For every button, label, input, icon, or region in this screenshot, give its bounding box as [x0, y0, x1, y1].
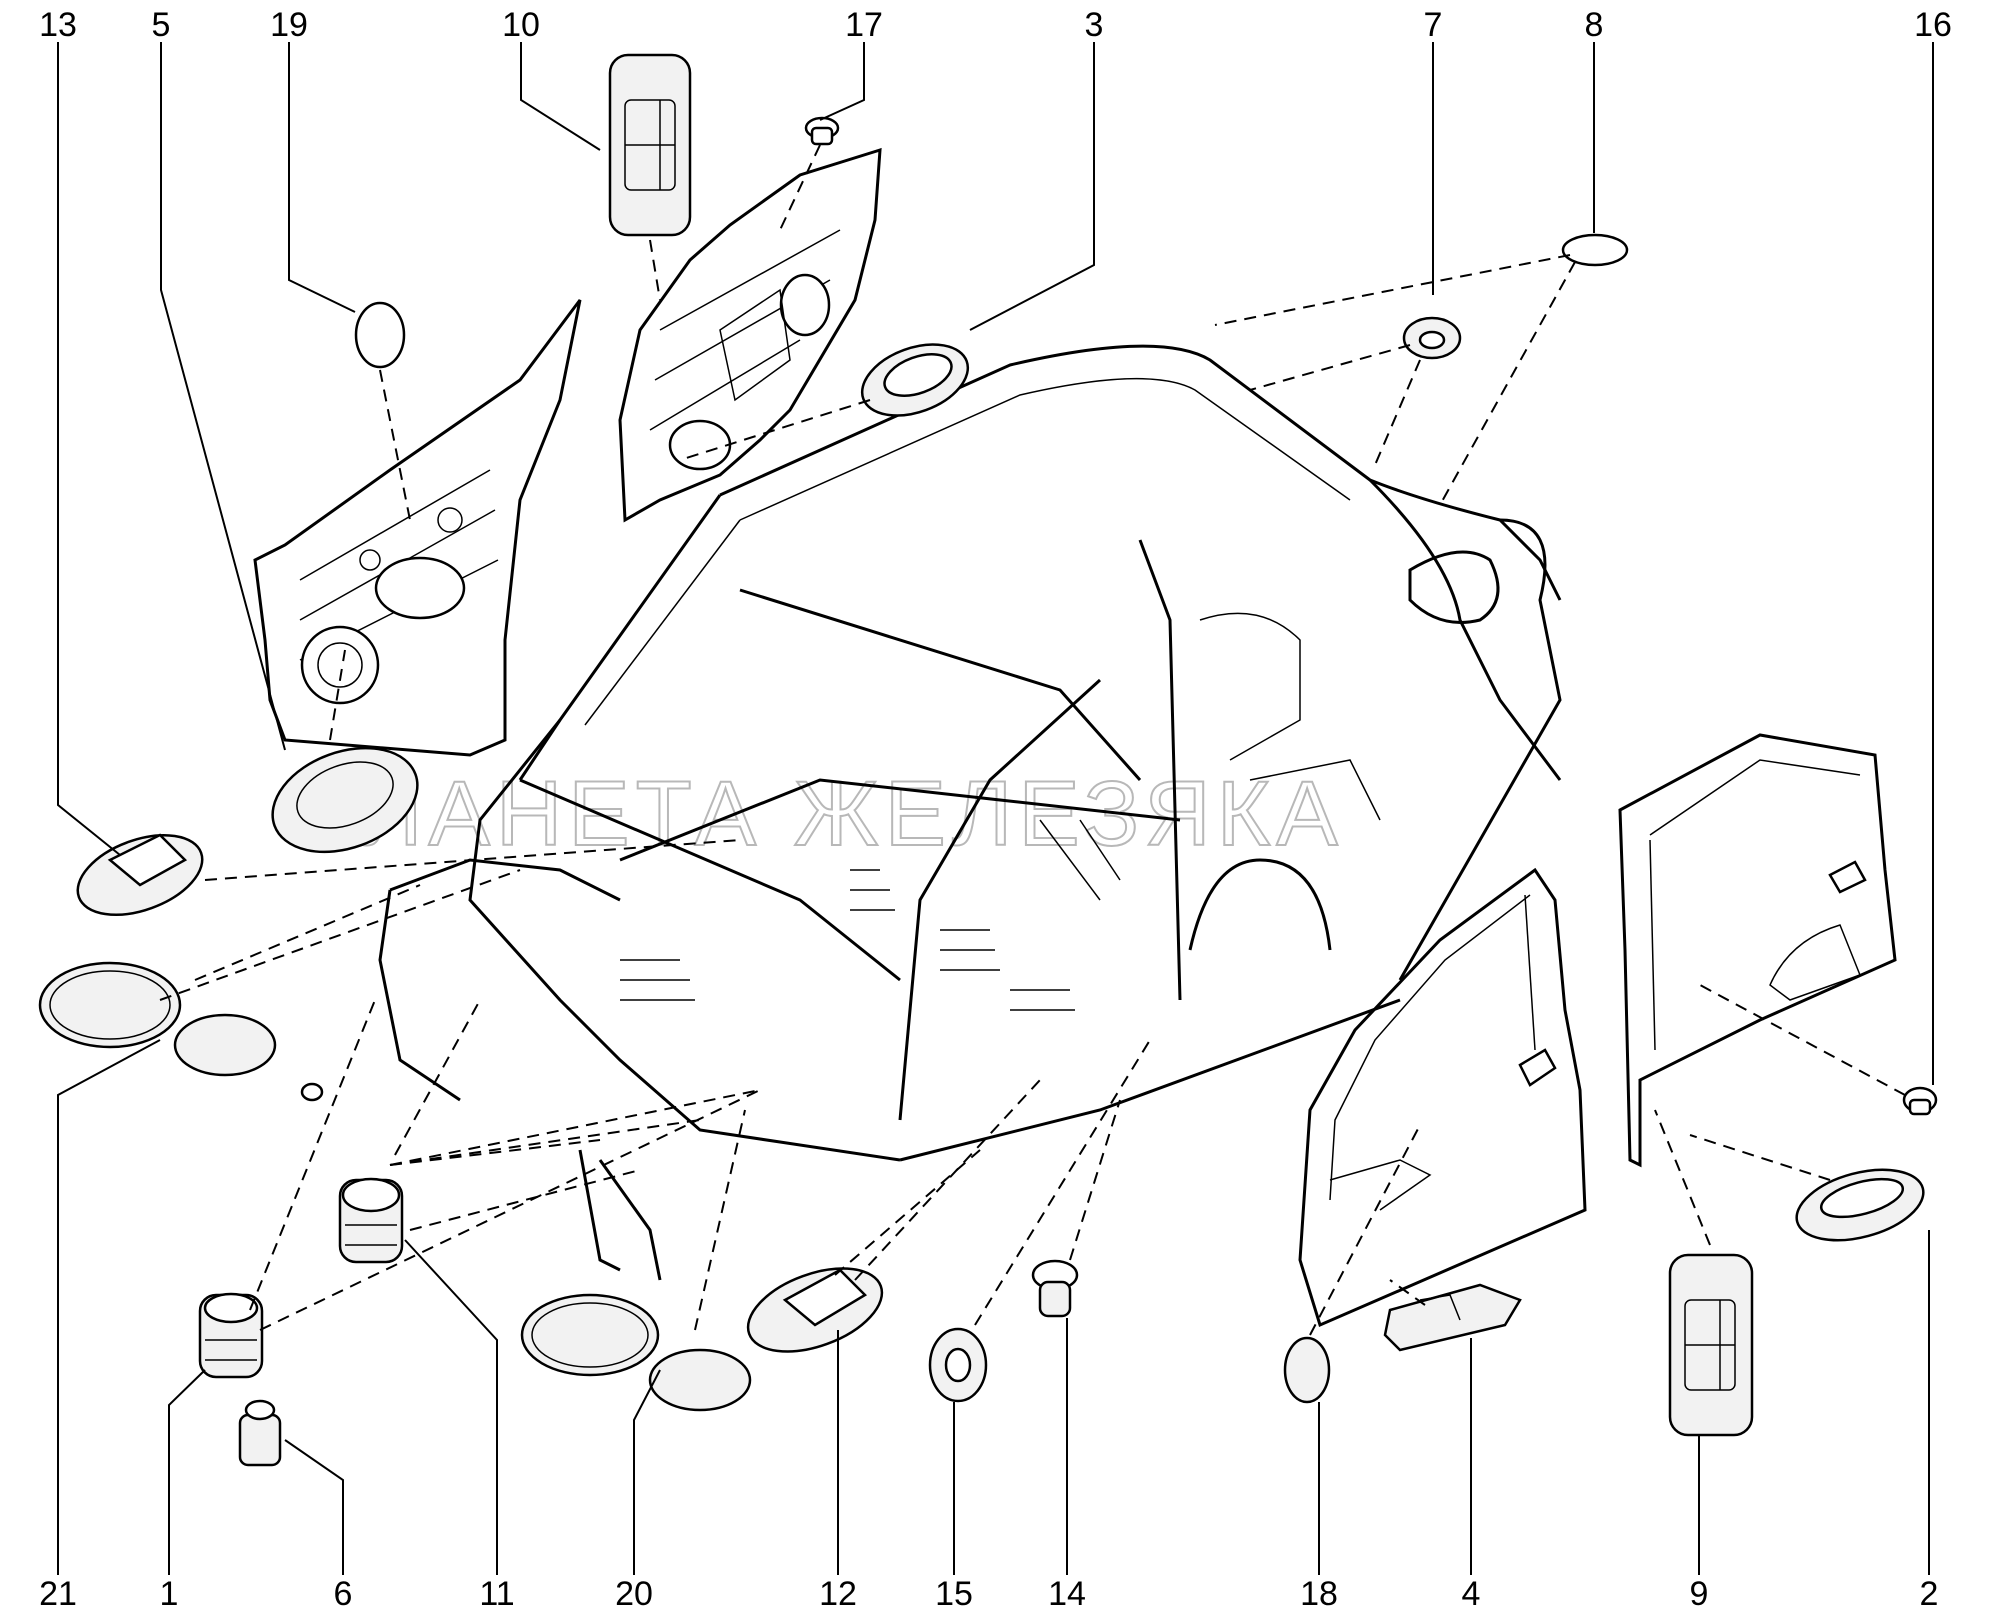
- callout-19: 19: [270, 6, 308, 44]
- callout-20: 20: [615, 1575, 653, 1613]
- callout-11: 11: [479, 1575, 514, 1613]
- part-9-pad: [1668, 1253, 1754, 1437]
- part-21-discs: [38, 961, 277, 1077]
- callout-6: 6: [334, 1575, 353, 1613]
- watermark-text: ПЛАНЕТА ЖЕЛЕЗЯКА: [290, 763, 1344, 865]
- part-12-plug: [746, 1267, 884, 1353]
- part-2-plug: [1795, 1168, 1925, 1242]
- front-right-door: [1298, 867, 1587, 1328]
- part-13-plug: [76, 833, 204, 916]
- part-14-clip: [1031, 1259, 1079, 1318]
- callout-10: 10: [502, 6, 540, 44]
- car-body: [378, 344, 1562, 1281]
- front-door-inner-panel: [253, 299, 582, 757]
- callout-21: 21: [39, 1575, 77, 1613]
- callout-5: 5: [152, 6, 171, 44]
- callout-16: 16: [1914, 6, 1952, 44]
- callout-12: 12: [819, 1575, 857, 1613]
- part-15-ring: [928, 1327, 988, 1403]
- part-7-clip: [1402, 316, 1462, 360]
- callout-2: 2: [1920, 1575, 1939, 1613]
- small-clip-icon: [300, 1082, 324, 1102]
- callout-4: 4: [1462, 1575, 1481, 1613]
- part-5-pad: [271, 746, 419, 854]
- callout-9: 9: [1690, 1575, 1709, 1613]
- part-20-discs: [520, 1293, 752, 1412]
- callout-3: 3: [1085, 6, 1104, 44]
- callout-8: 8: [1585, 6, 1604, 44]
- rear-door-inner-panel: [618, 147, 882, 523]
- callout-18: 18: [1300, 1575, 1338, 1613]
- callout-13: 13: [39, 6, 77, 44]
- pointer-lines: [159, 144, 1906, 1336]
- part-19-ring: [354, 301, 406, 369]
- part-8-seal: [1561, 233, 1629, 267]
- part-3-plug: [860, 343, 970, 417]
- part-4-seal: [1383, 1283, 1522, 1352]
- part-17-clip: [804, 116, 840, 146]
- part-6-bush: [238, 1399, 282, 1467]
- part-11-bump-stop: [338, 1177, 404, 1264]
- part-1-bump-stop: [198, 1292, 264, 1379]
- rear-right-door: [1618, 733, 1897, 1168]
- callout-7: 7: [1424, 6, 1443, 44]
- part-16-clip: [1902, 1086, 1938, 1116]
- part-18-seal: [1283, 1336, 1331, 1404]
- leader-lines: [57, 42, 1934, 1575]
- callout-14: 14: [1048, 1575, 1086, 1613]
- part-10-pad: [608, 53, 692, 237]
- callout-17: 17: [845, 6, 883, 44]
- callout-1: 1: [160, 1575, 179, 1613]
- bottom-callout-numbers: 21 1 6 11 20 12 15 14 18 4 9 2: [39, 1575, 1938, 1613]
- top-callout-numbers: 13 5 19 10 17 3 7 8 16: [39, 6, 1952, 44]
- callout-15: 15: [935, 1575, 973, 1613]
